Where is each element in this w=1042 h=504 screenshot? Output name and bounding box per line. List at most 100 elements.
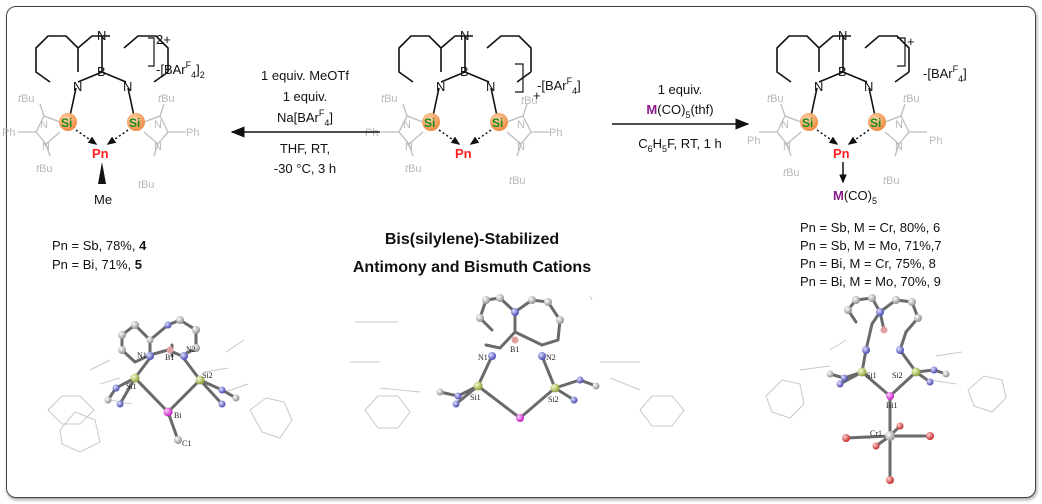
n-label: N	[405, 141, 413, 153]
charge-left: 2+	[156, 32, 171, 47]
svg-text:Pn = Sb, M = Cr, 80%, 6: Pn = Sb, M = Cr, 80%, 6	[800, 220, 940, 235]
atom-n-top: N	[460, 28, 469, 43]
svg-text:Si2: Si2	[548, 395, 559, 404]
atom-n-left: N	[73, 79, 82, 94]
atom-n-right: N	[123, 79, 132, 94]
ph-label: Ph	[2, 127, 15, 139]
n-label: N	[42, 141, 50, 153]
ph-label: Ph	[929, 135, 942, 147]
svg-text:N2: N2	[546, 353, 556, 362]
n-label: N	[154, 119, 162, 131]
n-label: N	[517, 119, 525, 131]
wedge-bond	[98, 162, 106, 184]
svg-text:Bi1: Bi1	[886, 401, 898, 410]
tbu-label: tBu	[18, 93, 35, 105]
svg-text:C6H5F, RT, 1 h: C6H5F, RT, 1 h	[638, 136, 722, 154]
figure-title-line1: Bis(silylene)-Stabilized	[385, 231, 559, 248]
tbu-label: tBu	[405, 163, 422, 175]
atom-b: B	[97, 64, 106, 79]
svg-text:Pn = Sb, M = Mo, 71%,7: Pn = Sb, M = Mo, 71%,7	[800, 238, 942, 253]
starting-cation: N B N N Si Si Pn tBu tBu tBu tBu Ph Ph N…	[365, 28, 581, 187]
svg-text:1 equiv.: 1 equiv.	[283, 89, 328, 104]
conditions-right: 1 equiv. M(CO)5(thf) C6H5F, RT, 1 h	[638, 82, 722, 154]
svg-text:Pn = Sb, 78%, 4: Pn = Sb, 78%, 4	[52, 238, 147, 253]
charge-center: +	[533, 88, 541, 103]
svg-text:Bi: Bi	[174, 411, 182, 420]
atom-pn: Pn	[455, 146, 472, 161]
product-metal-carbonyl: N B N N Si Si Pn M(CO)5 tBu tBu tBu tBu …	[747, 28, 967, 206]
ph-label: Ph	[186, 127, 199, 139]
tbu-label: tBu	[158, 93, 175, 105]
atom-b: B	[838, 64, 847, 79]
figure-title-line2: Antimony and Bismuth Cations	[353, 259, 591, 276]
svg-text:Pn = Bi, 71%, 5: Pn = Bi, 71%, 5	[52, 257, 142, 272]
atom-si-left: Si	[802, 116, 813, 130]
svg-text:Si1: Si1	[126, 382, 137, 391]
atom-n-top: N	[838, 28, 847, 43]
svg-text:Na[BArF4]: Na[BArF4]	[277, 108, 333, 128]
svg-text:1 equiv. MeOTf: 1 equiv. MeOTf	[261, 68, 349, 83]
atom-n-left: N	[436, 79, 445, 94]
metal-carbonyl: M(CO)5	[833, 188, 877, 206]
svg-text:Si1: Si1	[866, 371, 877, 380]
tbu-label: tBu	[903, 93, 920, 105]
ph-label: Ph	[747, 135, 760, 147]
yields-right: Pn = Sb, M = Cr, 80%, 6 Pn = Sb, M = Mo,…	[800, 220, 942, 289]
tbu-label: tBu	[883, 175, 900, 187]
atom-n-top: N	[97, 28, 106, 43]
tbu-label: tBu	[138, 179, 155, 191]
n-label: N	[895, 141, 903, 153]
crystal-structure-left: N1 N2 B1 Si1 Si2 Bi C1	[47, 316, 293, 453]
crystal-structure-center: N1 N2 B1 Si1 Si2	[350, 294, 685, 429]
ph-label: Ph	[365, 127, 378, 139]
svg-text:C1: C1	[182, 439, 191, 448]
tbu-label: tBu	[783, 167, 800, 179]
svg-text:N1: N1	[478, 353, 488, 362]
svg-text:B1: B1	[165, 353, 174, 362]
tbu-label: tBu	[36, 163, 53, 175]
atom-b: B	[460, 64, 469, 79]
crystal-structure-right: Si1 Si2 Bi1 Cr1	[765, 294, 1007, 484]
charge-bracket	[897, 37, 906, 67]
svg-text:Cr1: Cr1	[870, 429, 882, 438]
atom-si-left: Si	[61, 116, 72, 130]
tbu-label: tBu	[767, 93, 784, 105]
atom-me: Me	[94, 192, 112, 207]
atom-si-right: Si	[129, 116, 140, 130]
conditions-left: 1 equiv. MeOTf 1 equiv. Na[BArF4] THF, R…	[261, 68, 349, 176]
charge-bracket	[148, 37, 155, 67]
yields-left: Pn = Sb, 78%, 4 Pn = Bi, 71%, 5	[52, 238, 147, 272]
atom-si-left: Si	[424, 116, 435, 130]
atom-pn: Pn	[833, 146, 850, 161]
svg-text:M(CO)5(thf): M(CO)5(thf)	[646, 102, 713, 120]
tbu-label: tBu	[521, 95, 538, 107]
counterion-right: -[BArF4]	[923, 64, 967, 84]
svg-text:B1: B1	[510, 345, 519, 354]
svg-text:1 equiv.: 1 equiv.	[658, 82, 703, 97]
svg-text:Si2: Si2	[892, 371, 903, 380]
n-label: N	[40, 119, 48, 131]
svg-text:N1: N1	[137, 351, 147, 360]
n-label: N	[781, 119, 789, 131]
n-label: N	[895, 119, 903, 131]
atom-si-right: Si	[870, 116, 881, 130]
product-methyl-cation: N B N N Si Si Pn Me tBu tBu tBu tBu Ph P…	[2, 28, 205, 207]
ph-label: Ph	[549, 127, 562, 139]
n-label: N	[154, 141, 162, 153]
svg-text:Si1: Si1	[470, 393, 481, 402]
atom-n-right: N	[864, 79, 873, 94]
n-label: N	[783, 141, 791, 153]
svg-text:THF, RT,: THF, RT,	[280, 141, 330, 156]
atom-pn: Pn	[92, 146, 109, 161]
charge-bracket	[515, 63, 524, 93]
atom-si-right: Si	[492, 116, 503, 130]
svg-text:N2: N2	[186, 345, 196, 354]
svg-text:Pn = Bi, M = Cr, 75%, 8: Pn = Bi, M = Cr, 75%, 8	[800, 256, 936, 271]
n-label: N	[517, 141, 525, 153]
svg-text:-30 °C, 3 h: -30 °C, 3 h	[274, 161, 336, 176]
svg-text:Pn = Bi, M = Mo, 70%, 9: Pn = Bi, M = Mo, 70%, 9	[800, 274, 941, 289]
counterion-left: -[BArF4]2	[156, 60, 205, 80]
atom-n-right: N	[486, 79, 495, 94]
n-label: N	[403, 119, 411, 131]
